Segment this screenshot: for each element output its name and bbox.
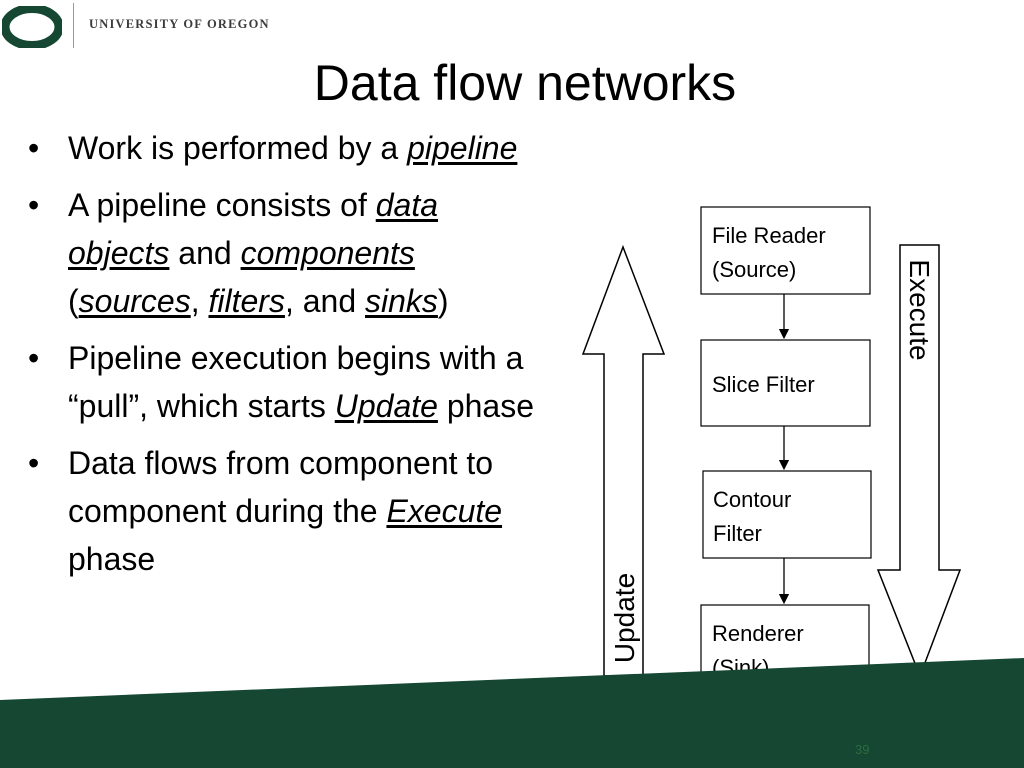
execute-label: Execute <box>904 259 935 360</box>
bullet-item: • Pipeline execution begins with a “pull”… <box>28 334 548 430</box>
emphasized-term: filters <box>208 283 285 319</box>
emphasized-term: data objects <box>68 187 439 271</box>
emphasized-term: sinks <box>365 283 438 319</box>
file-reader-label: File Reader <box>712 223 826 248</box>
file-reader-box: File Reader (Source) <box>700 206 871 295</box>
slide-title: Data flow networks <box>313 55 737 111</box>
bullet-text: Work is performed by a <box>68 130 408 166</box>
contour-filter-box: Contour Filter <box>702 470 872 559</box>
contour-filter-label: Contour <box>713 487 791 512</box>
emphasized-term: Update <box>334 388 438 424</box>
university-name: UNIVERSITY OF OREGON <box>89 17 270 31</box>
emphasized-term: pipeline <box>407 130 518 166</box>
update-arrow <box>581 244 666 677</box>
uo-o-logo-icon <box>2 6 62 48</box>
update-label: Update <box>609 573 640 663</box>
bullet-item: • Data flows from component to component … <box>28 439 548 583</box>
bullet-dot-icon: • <box>28 445 40 481</box>
bullet-text: and <box>169 235 241 271</box>
bullet-text: ( <box>68 283 79 319</box>
bullet-item: • Work is performed by a pipeline <box>28 124 548 172</box>
bullet-dot-icon: • <box>28 340 40 376</box>
execute-arrow <box>876 244 962 679</box>
bullet-text: phase <box>437 388 534 424</box>
slice-filter-box: Slice Filter <box>700 339 871 427</box>
emphasized-term: Execute <box>386 493 503 529</box>
emphasized-term: sources <box>78 283 191 319</box>
contour-filter-sublabel: Filter <box>713 521 762 546</box>
file-reader-sublabel: (Source) <box>712 257 796 282</box>
bullet-text: Data flows from component to component d… <box>68 445 494 529</box>
bullet-item: • A pipeline consists of data objects and… <box>28 181 548 325</box>
bullet-text: ) <box>437 283 449 319</box>
page-number: 39 <box>855 742 870 757</box>
bullet-text: Pipeline execution begins with a “pull”,… <box>68 340 524 424</box>
bullet-text: A pipeline consists of <box>68 187 376 223</box>
renderer-sublabel: (Sink) <box>712 655 769 680</box>
bullet-list: • Work is performed by a pipeline • A pipel… <box>28 124 548 592</box>
bullet-text: , and <box>284 283 365 319</box>
bullet-text: phase <box>68 541 156 577</box>
emphasized-term: components <box>240 235 415 271</box>
bullet-dot-icon: • <box>28 187 40 223</box>
bullet-dot-icon: • <box>28 130 40 166</box>
slice-filter-label: Slice Filter <box>712 372 815 397</box>
header-divider <box>73 3 74 48</box>
bullet-text: , <box>190 283 209 319</box>
renderer-label: Renderer <box>712 621 804 646</box>
renderer-box: Renderer (Sink) <box>700 604 870 692</box>
